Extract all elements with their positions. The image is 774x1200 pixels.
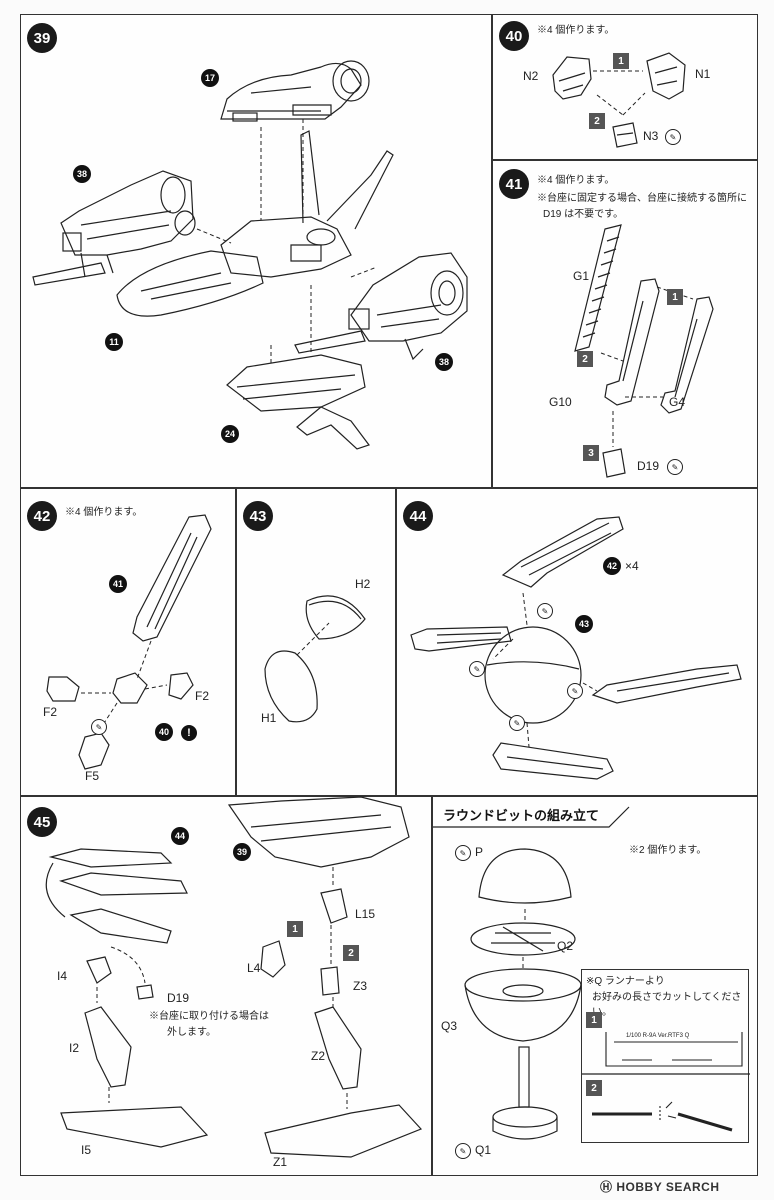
watermark-icon: Ⓗ: [600, 1180, 613, 1194]
order-marker: 1: [586, 1012, 602, 1028]
quantity-label: ×4: [625, 559, 639, 573]
part-label-z3: Z3: [353, 979, 368, 993]
step-44-assembly-drawing: [410, 516, 742, 780]
step-number-badge: 44: [403, 501, 433, 531]
cement-icon: ✎: [91, 719, 107, 735]
part-ref-40: 40: [155, 723, 173, 741]
order-marker: 1: [667, 289, 683, 305]
part-label-n3: N3: [643, 129, 659, 143]
cement-icon: ✎: [509, 715, 525, 731]
step-39-panel: 39: [20, 14, 492, 488]
step-number-badge: 40: [499, 21, 529, 51]
part-ref-39: 39: [233, 843, 251, 861]
round-bit-panel: ラウンドビットの組み立て ※2 個作ります。 ✎ P: [432, 796, 758, 1176]
part-ref-41: 41: [109, 575, 127, 593]
step-43-assembly-drawing: [264, 595, 366, 723]
step-41-assembly-drawing: [574, 224, 714, 478]
part-label-h1: H1: [261, 711, 277, 725]
cement-icon: ✎: [667, 459, 683, 475]
watermark: Ⓗ HOBBY SEARCH: [600, 1178, 719, 1195]
step-39-assembly-drawing: [32, 60, 468, 450]
part-label-l15: L15: [355, 907, 376, 921]
part-label-z1: Z1: [273, 1155, 288, 1169]
cement-icon: ✎: [567, 683, 583, 699]
inset-note-2: お好みの長さでカットしてください。: [592, 992, 742, 1018]
step-40-assembly-drawing: [552, 52, 686, 148]
part-label-q3: Q3: [441, 1019, 458, 1033]
step-number-badge: 43: [243, 501, 273, 531]
part-ref-24: 24: [221, 425, 239, 443]
part-label-g1: G1: [573, 269, 590, 283]
order-marker: 2: [589, 113, 605, 129]
part-label-g4: G4: [669, 395, 686, 409]
order-marker: 2: [343, 945, 359, 961]
step-40-panel: 40 ※4 個作ります。 1 2 N2 N1 N3 ✎: [492, 14, 758, 160]
step-note-1: ※4 個作ります。: [537, 175, 615, 186]
watermark-text: HOBBY SEARCH: [616, 1180, 720, 1194]
step-number-badge: 42: [27, 501, 57, 531]
part-ref-17: 17: [201, 69, 219, 87]
part-label-i2: I2: [69, 1041, 80, 1055]
step-45-assembly-drawing: [45, 796, 423, 1158]
part-ref-38-left: 38: [73, 165, 91, 183]
part-label-g10: G10: [549, 395, 572, 409]
part-ref-11: 11: [105, 333, 123, 351]
title-underline: [433, 806, 630, 828]
part-ref-42: 42: [603, 557, 621, 575]
caution-icon: !: [181, 725, 197, 741]
step-number-badge: 45: [27, 807, 57, 837]
step-number-badge: 39: [27, 23, 57, 53]
runner-cut-inset: ※Q ランナーより お好みの長さでカットしてください。 1 1/100 R-9A…: [581, 969, 750, 1143]
step-note: ※4 個作ります。: [537, 25, 615, 36]
part-label-n1: N1: [695, 67, 711, 81]
cement-icon: ✎: [455, 1143, 471, 1159]
runner-label: 1/100 R-9A Ver.RTF3 Q: [626, 1032, 689, 1040]
order-marker: 2: [577, 351, 593, 367]
step-44-panel: 44 42: [396, 488, 758, 796]
part-label-f2-right: F2: [195, 689, 210, 703]
part-ref-38-right: 38: [435, 353, 453, 371]
part-ref-43: 43: [575, 615, 593, 633]
step-45-panel: 45: [20, 796, 432, 1176]
step-42-panel: 42 ※4 個作ります。 41 F2 F2 ✎ 40 ! F5: [20, 488, 236, 796]
order-marker: 1: [613, 53, 629, 69]
order-marker: 1: [287, 921, 303, 937]
part-label-d19: D19: [167, 991, 190, 1005]
step-note: ※4 個作ります。: [65, 507, 143, 518]
step-note-3: D19 は不要です。: [543, 209, 624, 220]
step-number-badge: 41: [499, 169, 529, 199]
part-label-l4: L4: [247, 961, 261, 975]
part-label-f5: F5: [85, 769, 100, 783]
part-label-f2-left: F2: [43, 705, 58, 719]
part-label-n2: N2: [523, 69, 539, 83]
runner-name: 1/100 R-9A Ver.RTF3: [626, 1033, 683, 1039]
cement-icon: ✎: [537, 603, 553, 619]
cement-icon: ✎: [469, 661, 485, 677]
runner-code: Q: [684, 1033, 690, 1039]
part-label-i4: I4: [57, 969, 68, 983]
part-label-i5: I5: [81, 1143, 92, 1157]
step-note-2: ※台座に固定する場合、台座に接続する箇所に: [537, 193, 747, 204]
step-note-1: ※台座に取り付ける場合は: [149, 1011, 269, 1022]
step-note: ※2 個作ります。: [629, 845, 707, 856]
step-41-panel: 41 ※4 個作ります。 ※台座に固定する場合、台座に接続する箇所に D19 は…: [492, 160, 758, 488]
part-label-p: P: [475, 845, 484, 859]
order-marker: 3: [583, 445, 599, 461]
part-label-d19: D19: [637, 459, 660, 473]
order-marker: 2: [586, 1080, 602, 1096]
step-43-panel: 43 H2 H1: [236, 488, 396, 796]
part-label-q1: Q1: [475, 1143, 492, 1157]
part-label-q2: Q2: [557, 939, 574, 953]
step-note-2: 外します。: [167, 1027, 216, 1038]
step-42-assembly-drawing: [46, 514, 212, 770]
part-label-z2: Z2: [311, 1049, 326, 1063]
cement-icon: ✎: [665, 129, 681, 145]
part-label-h2: H2: [355, 577, 371, 591]
section-title: ラウンドビットの組み立て: [443, 808, 600, 823]
cement-icon: ✎: [455, 845, 471, 861]
inset-note-1: ※Q ランナーより: [586, 976, 665, 987]
part-ref-44: 44: [171, 827, 189, 845]
runner-drawing: [582, 1032, 750, 1132]
